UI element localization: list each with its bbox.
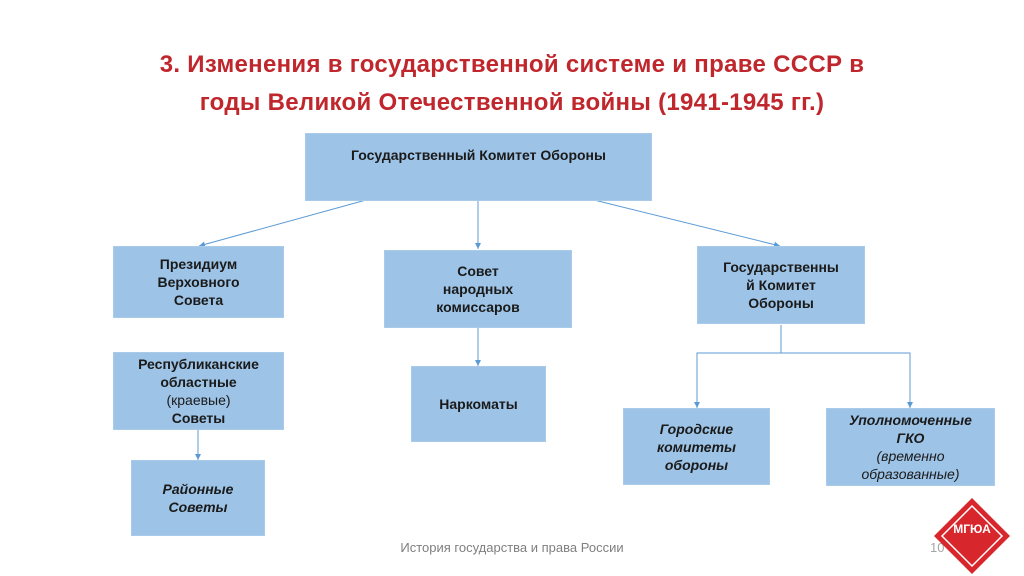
connector-gkomid-branch [694,325,782,408]
node-sovnarkom: Совет народных комиссаров [384,250,572,328]
connector-gko-gkomid [593,199,781,248]
mgua-logo-icon [934,498,1010,574]
connector-gko-presidium [198,199,367,248]
page-number: 10 [930,540,945,555]
title-line-2: годы Великой Отечественной войны (1941-1… [199,89,825,116]
node-district-soviets: Районные Советы [131,460,265,536]
logo-label: МГЮА [953,522,991,536]
node-presidium: Президиум Верховного Совета [113,246,284,318]
node-plenipotentiaries: Уполномоченные ГКО (временно образованны… [826,408,995,486]
node-republic-soviets: Республиканские областные (краевые) Сове… [113,352,284,430]
title-line-1: 3. Изменения в государственной системе и… [159,51,865,78]
connector-gkomid-plenipot [781,352,913,408]
node-gko-top: Государственный Комитет Обороны [305,133,652,201]
node-narkomaty: Наркоматы [411,366,546,442]
node-gko-mid: Государственны й Комитет Обороны [697,246,865,324]
slide-title: 3. Изменения в государственной системе и… [40,46,984,122]
footer-caption: История государства и права России [400,540,624,555]
node-city-defense: Городские комитеты обороны [623,408,770,485]
